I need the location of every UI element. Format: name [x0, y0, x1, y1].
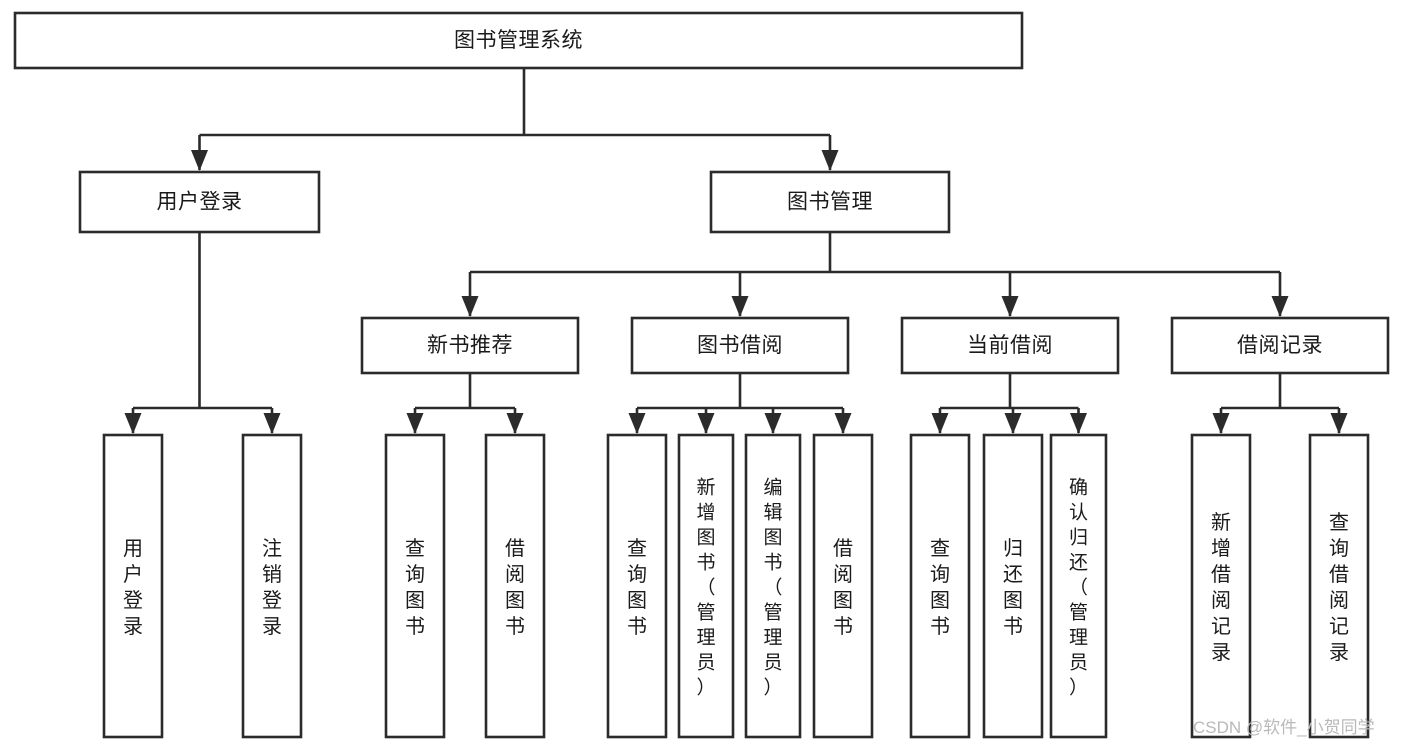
arrow-head-newbook-to-leaves-0 [406, 413, 424, 434]
arrow-head-root-to-level2-1 [821, 150, 839, 171]
arrow-head-borrow-to-leaves-2 [764, 413, 782, 434]
node-label-确认归还管理员: 确认归还（管理员） [1069, 477, 1088, 699]
node-用户登录[interactable]: 用户登录 [78, 170, 321, 234]
node-当前借阅[interactable]: 当前借阅 [900, 316, 1120, 375]
node-归还图书[interactable]: 归还图书 [982, 433, 1044, 739]
connector-layer [124, 68, 1348, 434]
node-label-查询图书: 查询图书 [627, 537, 647, 638]
connector-books-to-level3 [461, 232, 1289, 317]
node-label-用户登录: 用户登录 [157, 191, 243, 214]
node-新增图书管理员[interactable]: 新增图书（管理员） [677, 433, 735, 739]
arrow-head-books-to-level3-3 [1271, 296, 1289, 317]
node-box-借阅图书[interactable] [484, 433, 546, 739]
node-label-借阅记录: 借阅记录 [1237, 334, 1323, 357]
node-借阅记录[interactable]: 借阅记录 [1170, 316, 1390, 375]
node-box-新增借阅记录[interactable] [1190, 433, 1252, 739]
arrow-head-books-to-level3-2 [1001, 296, 1019, 317]
arrow-head-record-to-leaves-0 [1212, 413, 1230, 434]
node-图书借阅[interactable]: 图书借阅 [630, 316, 850, 375]
node-label-查询图书: 查询图书 [405, 537, 425, 638]
node-box-图书借阅[interactable] [630, 316, 850, 375]
node-box-查询图书[interactable] [909, 433, 971, 739]
node-用户登录[interactable]: 用户登录 [102, 433, 164, 739]
node-label-查询图书: 查询图书 [930, 537, 950, 638]
node-label-借阅图书: 借阅图书 [833, 537, 853, 638]
arrow-head-books-to-level3-0 [461, 296, 479, 317]
node-图书管理[interactable]: 图书管理 [709, 170, 951, 234]
node-label-图书管理系统: 图书管理系统 [454, 29, 583, 52]
node-label-新增图书管理员: 新增图书（管理员） [696, 477, 715, 699]
csdn-watermark: CSDN @软件_小贺同学 [1193, 718, 1375, 737]
node-box-当前借阅[interactable] [900, 316, 1120, 375]
node-label-当前借阅: 当前借阅 [967, 334, 1053, 357]
arrow-head-root-to-level2-0 [191, 150, 208, 171]
node-新书推荐[interactable]: 新书推荐 [360, 316, 580, 375]
arrow-head-borrow-to-leaves-0 [628, 413, 646, 434]
arrow-head-current-to-leaves-0 [931, 413, 949, 434]
arrow-head-borrow-to-leaves-3 [834, 413, 852, 434]
connector-borrow-to-leaves [628, 373, 852, 434]
arrow-head-current-to-leaves-2 [1070, 413, 1087, 434]
node-label-新书推荐: 新书推荐 [427, 334, 513, 357]
arrow-head-login-to-leaves-0 [124, 413, 142, 434]
node-box-用户登录[interactable] [102, 433, 164, 739]
connector-newbook-to-leaves [406, 373, 524, 434]
node-label-新增借阅记录: 新增借阅记录 [1211, 511, 1231, 664]
connector-current-to-leaves [931, 373, 1087, 434]
node-label-借阅图书: 借阅图书 [505, 537, 525, 638]
node-编辑图书管理员[interactable]: 编辑图书（管理员） [744, 433, 802, 739]
node-box-确认归还管理员[interactable] [1049, 433, 1108, 739]
node-box-图书管理系统[interactable] [13, 11, 1024, 70]
node-借阅图书[interactable]: 借阅图书 [484, 433, 546, 739]
node-layer: 图书管理系统用户登录图书管理新书推荐图书借阅当前借阅借阅记录用户登录注销登录查询… [13, 11, 1390, 739]
node-label-图书借阅: 图书借阅 [697, 334, 783, 357]
node-box-新书推荐[interactable] [360, 316, 580, 375]
node-label-编辑图书管理员: 编辑图书（管理员） [763, 477, 782, 699]
node-box-查询借阅记录[interactable] [1308, 433, 1370, 739]
node-确认归还管理员[interactable]: 确认归还（管理员） [1049, 433, 1108, 739]
arrow-head-record-to-leaves-1 [1330, 413, 1348, 434]
node-注销登录[interactable]: 注销登录 [241, 433, 303, 739]
node-box-查询图书[interactable] [384, 433, 446, 739]
node-box-查询图书[interactable] [606, 433, 668, 739]
node-查询图书[interactable]: 查询图书 [384, 433, 446, 739]
node-新增借阅记录[interactable]: 新增借阅记录 [1190, 433, 1252, 739]
arrow-head-current-to-leaves-1 [1004, 413, 1022, 434]
node-box-新增图书管理员[interactable] [677, 433, 735, 739]
connector-root-to-level2 [191, 68, 839, 171]
node-借阅图书[interactable]: 借阅图书 [812, 433, 874, 739]
node-label-图书管理: 图书管理 [787, 191, 873, 214]
node-查询借阅记录[interactable]: 查询借阅记录 [1308, 433, 1370, 739]
arrow-head-books-to-level3-1 [731, 296, 749, 317]
node-box-注销登录[interactable] [241, 433, 303, 739]
node-查询图书[interactable]: 查询图书 [909, 433, 971, 739]
arrow-head-borrow-to-leaves-1 [697, 413, 715, 434]
node-label-归还图书: 归还图书 [1003, 537, 1023, 638]
node-图书管理系统[interactable]: 图书管理系统 [13, 11, 1024, 70]
node-查询图书[interactable]: 查询图书 [606, 433, 668, 739]
node-box-借阅图书[interactable] [812, 433, 874, 739]
node-box-借阅记录[interactable] [1170, 316, 1390, 375]
node-label-注销登录: 注销登录 [262, 537, 282, 638]
node-box-图书管理[interactable] [709, 170, 951, 234]
connector-record-to-leaves [1212, 373, 1348, 434]
node-label-用户登录: 用户登录 [123, 538, 143, 638]
arrow-head-newbook-to-leaves-1 [506, 413, 524, 434]
node-box-用户登录[interactable] [78, 170, 321, 234]
node-box-归还图书[interactable] [982, 433, 1044, 739]
node-label-查询借阅记录: 查询借阅记录 [1329, 511, 1349, 664]
connector-login-to-leaves [124, 232, 281, 434]
arrow-head-login-to-leaves-1 [263, 413, 281, 434]
node-box-编辑图书管理员[interactable] [744, 433, 802, 739]
